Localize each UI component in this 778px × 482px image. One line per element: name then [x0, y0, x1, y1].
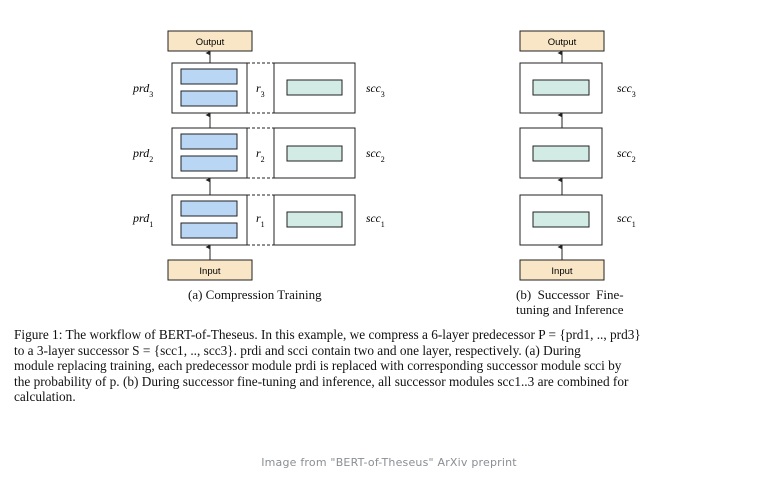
scc2-layer-b [532, 145, 590, 162]
label-prd3: prd3 [132, 81, 153, 99]
caption-line: to a 3-layer successor S = {scc1, .., sc… [14, 342, 581, 358]
scc2-layer-a [286, 145, 343, 162]
scc1-layer-a [286, 211, 343, 228]
diagram-successor-finetuning: Output Input scc3 scc2 scc1 [519, 30, 636, 281]
caption-line: module replacing training, each predeces… [14, 358, 622, 373]
label-scc2-a: scc2 [366, 148, 385, 164]
input-label-b: Input [551, 266, 572, 277]
replacement-dashed-lines [247, 62, 274, 246]
prd2-layer-2 [180, 155, 238, 172]
scc3-layer-b [532, 79, 590, 96]
prd2-layer-1 [180, 133, 238, 150]
input-label-a: Input [199, 266, 220, 277]
caption-line: Figure 1: The workflow of BERT-of-Theseu… [14, 327, 641, 342]
theseus-figure: Output Input [132, 30, 636, 281]
caption-line: calculation. [14, 389, 76, 404]
label-r2: r2 [256, 146, 265, 164]
label-scc2-b: scc2 [617, 148, 636, 164]
subcaption-b-line1: (b) Successor Fine- [516, 287, 624, 302]
output-label-b: Output [548, 37, 577, 48]
prd3-layer-2 [180, 90, 238, 107]
label-prd1: prd1 [132, 211, 153, 229]
output-label-a: Output [196, 37, 225, 48]
prd1-layer-2 [180, 222, 238, 239]
label-scc1-a: scc1 [366, 213, 385, 229]
scc1-layer-b [532, 211, 590, 228]
prd1-layer-1 [180, 200, 238, 217]
scc3-layer-a [286, 79, 343, 96]
label-prd2: prd2 [132, 146, 153, 164]
label-scc1-b: scc1 [617, 213, 636, 229]
label-r3: r3 [256, 81, 265, 99]
figure-caption: Figure 1: The workflow of BERT-of-Theseu… [14, 327, 766, 405]
subcaption-a: (a) Compression Training [188, 287, 322, 302]
diagram-compression-training: Output Input [132, 30, 385, 281]
label-scc3-a: scc3 [366, 83, 385, 99]
caption-line: the probability of p. (b) During success… [14, 373, 629, 389]
label-r1: r1 [256, 211, 265, 229]
image-credit: Image from "BERT-of-Theseus" ArXiv prepr… [261, 456, 517, 469]
subcaption-b-line2: tuning and Inference [516, 302, 624, 317]
prd3-layer-1 [180, 68, 238, 85]
label-scc3-b: scc3 [617, 83, 636, 99]
